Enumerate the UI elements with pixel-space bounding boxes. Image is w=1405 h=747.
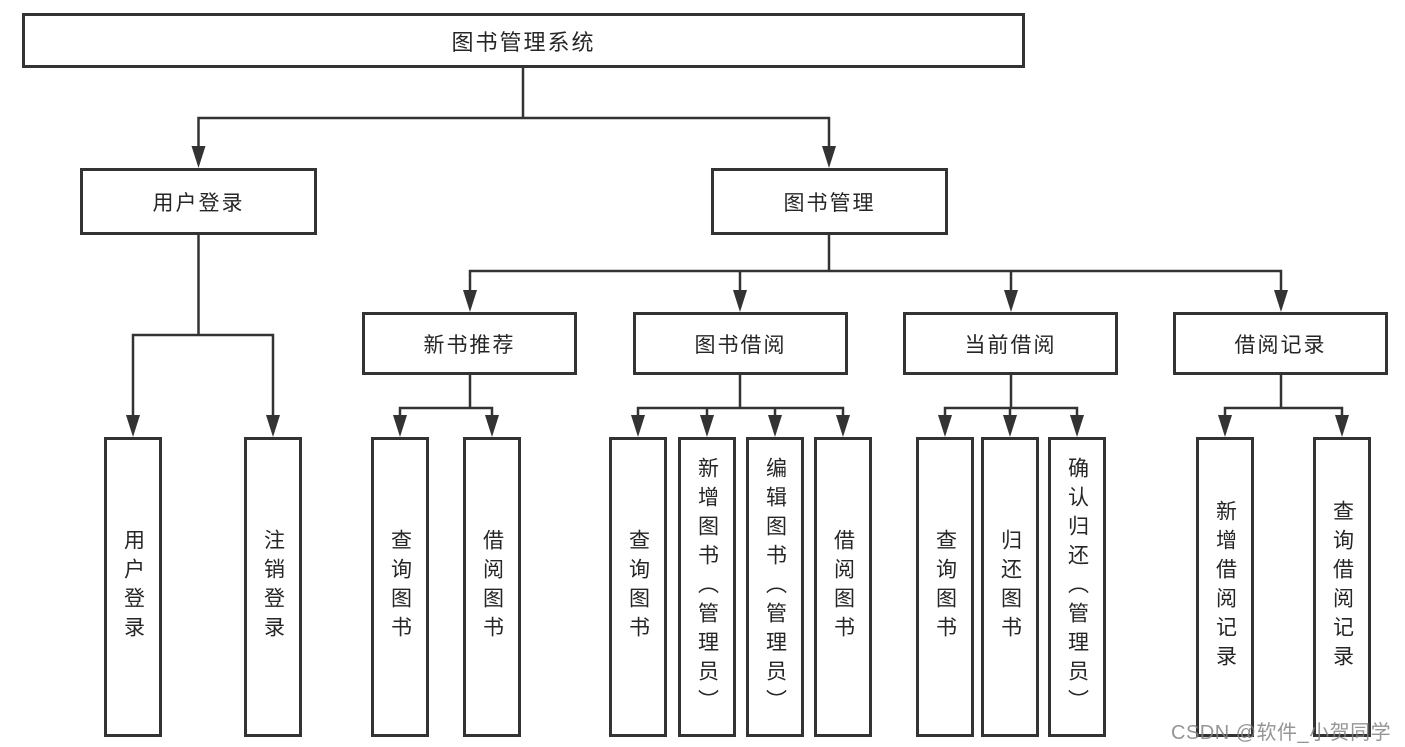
leaf-label: 查询借阅记录: [1330, 500, 1354, 674]
node-book-management: 图书管理: [711, 168, 948, 235]
node-label: 用户登录: [152, 191, 245, 215]
csdn-watermark: CSDN @软件_小贺同学: [1171, 722, 1392, 744]
leaf-query-borrow-record: 查询借阅记录: [1313, 437, 1371, 737]
leaf-recommend-query-books: 查询图书: [371, 437, 429, 737]
node-label: 借阅记录: [1234, 333, 1327, 357]
node-label: 新书推荐: [423, 333, 516, 357]
node-user-login: 用户登录: [80, 168, 317, 235]
node-library-management-system: 图书管理系统: [22, 13, 1025, 68]
leaf-label: 归还图书: [998, 529, 1022, 645]
leaf-label: 查询图书: [388, 529, 412, 645]
leaf-label: 查询图书: [933, 529, 957, 645]
leaf-return-books: 归还图书: [981, 437, 1039, 737]
leaf-label: 新增借阅记录: [1213, 500, 1237, 674]
node-label: 当前借阅: [964, 333, 1057, 357]
leaf-label: 确认归还（管理员）: [1065, 456, 1089, 718]
node-label: 图书管理系统: [451, 29, 596, 55]
node-label: 图书借阅: [694, 333, 787, 357]
leaf-label: 借阅图书: [831, 529, 855, 645]
leaf-add-books-admin: 新增图书（管理员）: [678, 437, 736, 737]
node-label: 图书管理: [783, 191, 876, 215]
leaf-edit-books-admin: 编辑图书（管理员）: [746, 437, 804, 737]
node-current-borrow: 当前借阅: [903, 312, 1118, 375]
leaf-add-borrow-record: 新增借阅记录: [1196, 437, 1254, 737]
node-borrow-records: 借阅记录: [1173, 312, 1388, 375]
leaf-label: 用户登录: [121, 529, 145, 645]
node-book-borrow: 图书借阅: [633, 312, 848, 375]
leaf-recommend-borrow-books: 借阅图书: [463, 437, 521, 737]
leaf-borrow-query-books: 查询图书: [609, 437, 667, 737]
leaf-logout: 注销登录: [244, 437, 302, 737]
leaf-borrow-books: 借阅图书: [814, 437, 872, 737]
node-new-book-recommend: 新书推荐: [362, 312, 577, 375]
leaf-current-query-books: 查询图书: [916, 437, 974, 737]
leaf-label: 查询图书: [626, 529, 650, 645]
leaf-label: 编辑图书（管理员）: [763, 456, 787, 718]
leaf-label: 借阅图书: [480, 529, 504, 645]
leaf-confirm-return-admin: 确认归还（管理员）: [1048, 437, 1106, 737]
leaf-label: 新增图书（管理员）: [695, 456, 719, 718]
leaf-label: 注销登录: [261, 529, 285, 645]
leaf-user-login: 用户登录: [104, 437, 162, 737]
